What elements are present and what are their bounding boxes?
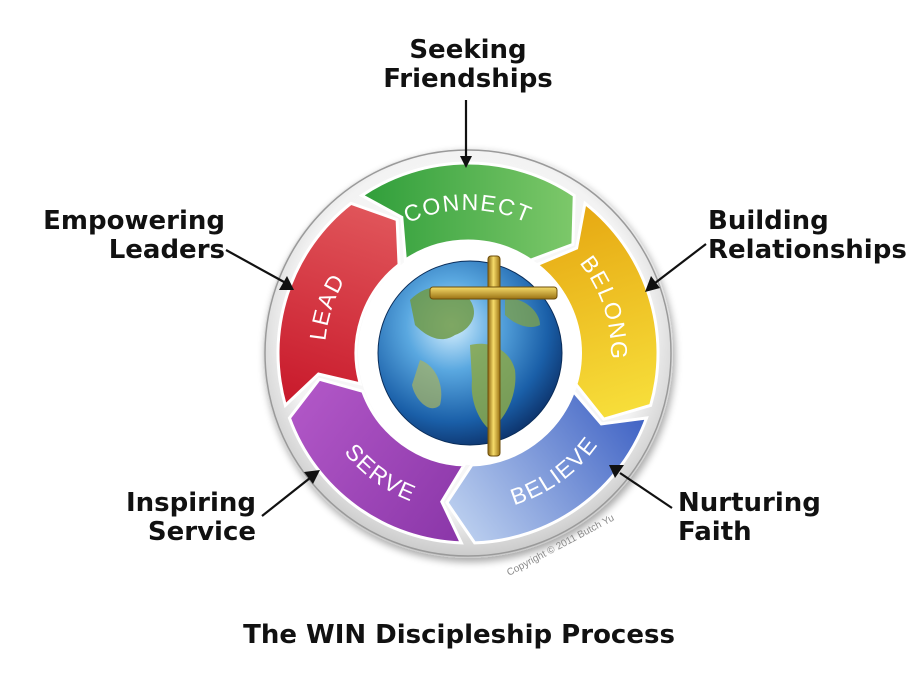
annotation-inspiring-service: Inspiring Service [60,489,256,547]
annotation-line: Nurturing [678,488,821,518]
arrow-bottom-right-head [609,465,624,478]
annotation-empowering-leaders: Empowering Leaders [30,207,225,265]
segment-serve [287,377,467,545]
annotation-line: Inspiring [125,488,256,518]
annotation-line: Seeking [409,35,527,65]
annotation-line: Empowering [43,206,225,236]
annotation-seeking-friendships: Seeking Friendships [368,36,568,94]
diagram-title: The WIN Discipleship Process [243,620,675,650]
cycle-segments [276,161,660,545]
arrow-top-head [460,156,472,168]
annotation-line: Relationships [708,235,907,265]
arrow-bottom-left-head [304,470,320,484]
annotation-line: Service [147,517,256,547]
annotation-arrows [225,100,707,517]
globe-icon [377,260,563,446]
annotation-line: Faith [678,517,752,547]
arrow-top-left [225,249,285,283]
arrow-top-right [654,243,707,284]
segment-lead [276,201,401,409]
annotation-line: Building [708,206,829,236]
annotation-nurturing-faith: Nurturing Faith [678,489,878,547]
segment-connect [358,161,576,263]
cross-icon [429,255,558,457]
arrow-bottom-left [261,477,311,517]
arrow-top-right-head [645,276,660,292]
annotation-line: Leaders [108,235,225,265]
arrow-top-left-head [279,276,294,290]
annotation-line: Friendships [383,64,553,94]
annotation-building-relationships: Building Relationships [708,207,908,265]
outer-rim-edge [264,149,672,557]
arrow-bottom-right [619,472,673,509]
